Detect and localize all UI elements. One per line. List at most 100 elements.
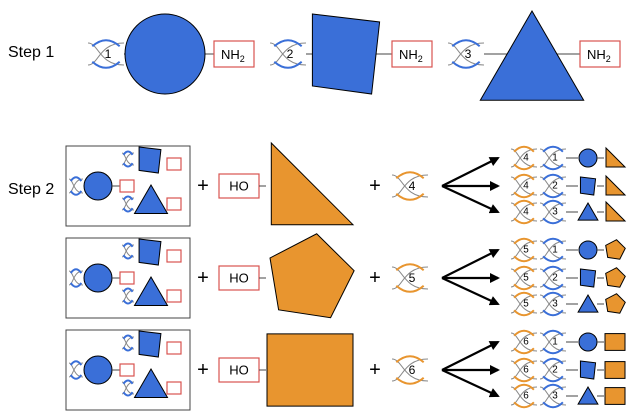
tag-arc-bottom (451, 60, 481, 69)
tag-label: 6 (523, 365, 529, 376)
tag-strand (391, 358, 429, 382)
tag-arc-bottom (542, 255, 564, 263)
nh2-subscript: 2 (418, 54, 423, 64)
product-parallelogram (579, 176, 597, 196)
plus-sign: + (369, 359, 381, 381)
tag--icon (121, 334, 135, 352)
tag-arc-bottom (542, 163, 564, 171)
tag--icon (121, 379, 135, 397)
tag-arc-top (395, 171, 425, 180)
tag-arc-top (542, 383, 564, 391)
arrow (441, 277, 500, 306)
nh2-box (391, 40, 433, 68)
tag-strand (391, 174, 429, 198)
tag-arc-bottom (122, 207, 134, 213)
tag-arc-bottom (542, 309, 564, 317)
tag-2-icon (269, 39, 307, 69)
tag-label: 5 (409, 271, 416, 285)
tag-5-icon (510, 265, 538, 291)
product-right-triangle (605, 200, 627, 222)
tag-arc-top (542, 291, 564, 299)
product-square (604, 333, 626, 351)
tag-strand (447, 42, 485, 66)
mini-triangle (133, 276, 169, 306)
mini-circle (83, 355, 113, 385)
nh2-subscript: 2 (240, 54, 245, 64)
tag-5-icon (510, 237, 538, 263)
tag-6-icon (510, 383, 538, 409)
plus-sign: + (197, 267, 209, 289)
acid-right-triangle (270, 141, 355, 226)
tag-label: 3 (552, 299, 558, 310)
mini-parallelogram (138, 330, 162, 358)
tag-5-icon (510, 291, 538, 317)
ho-label: HO (229, 271, 249, 286)
product-parallelogram (579, 360, 597, 380)
tag-arc-top (69, 176, 83, 182)
tag-arc-bottom (122, 162, 134, 168)
tag-1-icon (539, 329, 567, 355)
tag-arc-top (513, 237, 535, 245)
tag-4-icon (510, 199, 538, 225)
tag-label: 1 (105, 47, 112, 61)
tag--icon (121, 150, 135, 168)
tag-arc-top (69, 360, 83, 366)
arrow (441, 185, 500, 214)
tag-arc-bottom (122, 254, 134, 260)
plus-sign: + (197, 175, 209, 197)
tag--icon (68, 176, 84, 196)
tag-arc-top (451, 39, 481, 48)
tag-arc-top (395, 263, 425, 272)
tag-arc-bottom (395, 284, 425, 293)
mini-nh2-box (166, 341, 182, 355)
nh2-box (213, 40, 255, 68)
tag-label: 6 (523, 337, 529, 348)
product-pentagon (605, 293, 626, 314)
mini-triangle (133, 184, 169, 214)
tag-arc-top (513, 145, 535, 153)
mini-parallelogram (138, 238, 162, 266)
mini-nh2-box (119, 271, 135, 285)
tag-3-icon (447, 39, 485, 69)
product-right-triangle (605, 174, 627, 196)
tag--icon (121, 195, 135, 213)
mini-circle (83, 171, 113, 201)
block-triangle (479, 10, 585, 101)
tag-arc-top (513, 357, 535, 365)
nh2-label: NH2 (221, 47, 245, 64)
tag-arc-bottom (122, 346, 134, 352)
tag-arc-top (122, 195, 134, 201)
tag-label: 5 (523, 273, 529, 284)
step1-label: Step 1 (8, 44, 55, 61)
tag-arc-bottom (91, 60, 121, 69)
mini-nh2-box (166, 381, 182, 395)
mini-nh2-box (166, 157, 182, 171)
tag-2-icon (539, 173, 567, 199)
product-square (604, 361, 626, 379)
plus-sign: + (369, 175, 381, 197)
ho-box (218, 265, 260, 291)
tag-arc-bottom (513, 283, 535, 291)
mini-nh2-box (166, 289, 182, 303)
tag-6-icon (510, 329, 538, 355)
tag-4-icon (391, 171, 429, 201)
ho-label: HO (229, 363, 249, 378)
acid-pentagon (269, 233, 355, 319)
tag--icon (121, 287, 135, 305)
tag-arc-bottom (395, 376, 425, 385)
tag-label: 6 (409, 363, 416, 377)
tag-arc-top (122, 287, 134, 293)
product-circle (578, 332, 598, 352)
tag-label: 4 (523, 181, 529, 192)
tag-arc-top (542, 199, 564, 207)
tag-arc-bottom (513, 347, 535, 355)
arrow (441, 157, 500, 187)
tag-strand (87, 42, 125, 66)
tag-arc-bottom (513, 309, 535, 317)
tag-arc-bottom (542, 191, 564, 199)
step2-label: Step 2 (8, 181, 55, 198)
tag-arc-bottom (69, 190, 83, 196)
tag-label: 3 (552, 391, 558, 402)
arrow (441, 249, 500, 279)
